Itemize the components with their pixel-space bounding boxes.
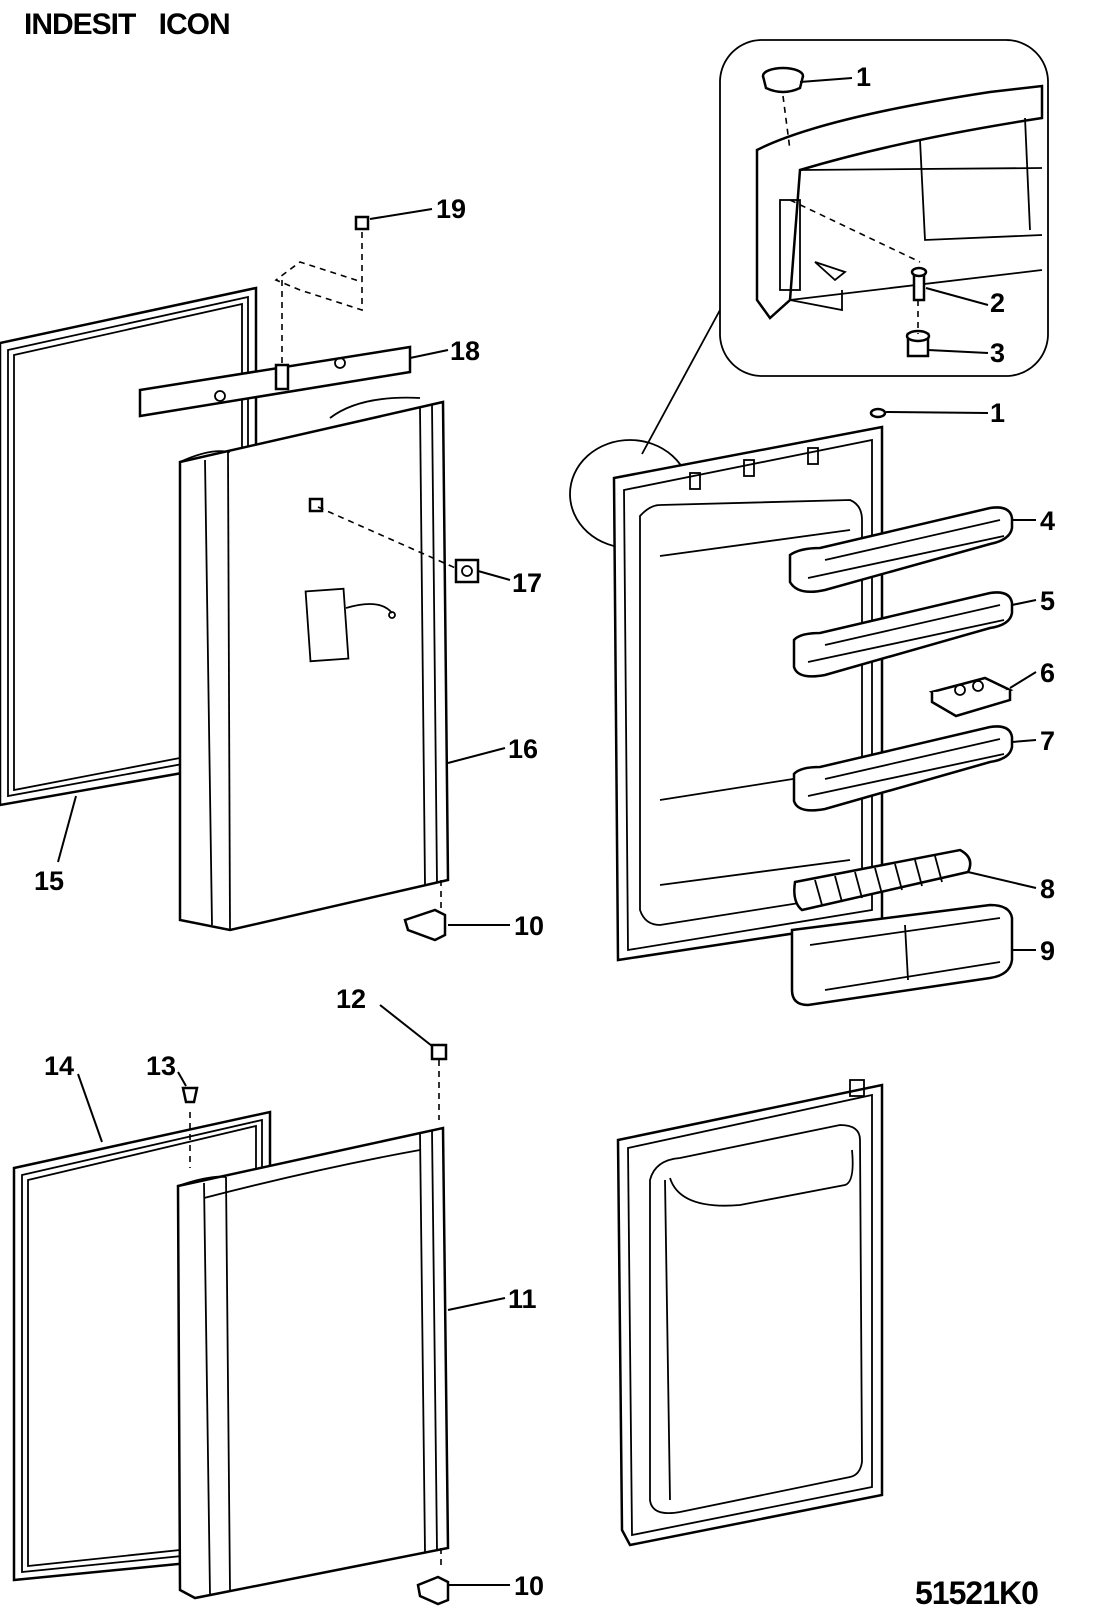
- part-13-screw: [181, 1086, 199, 1104]
- part-10-hinge-upper: [403, 908, 447, 942]
- callout-16: 16: [508, 734, 538, 764]
- freezer-door-inner: [616, 1079, 884, 1547]
- callout-17: 17: [512, 568, 542, 598]
- callout-10-upper: 10: [514, 911, 544, 941]
- part-5-shelf: [792, 591, 1014, 678]
- callout-1-inset: 1: [856, 62, 871, 92]
- part-17-bracket: [454, 558, 480, 584]
- callout-9: 9: [1040, 936, 1055, 966]
- leader-lines: [57, 77, 1037, 1586]
- part-9-bottle-shelf: [790, 903, 1014, 1007]
- callout-numbers: 1 2 3 1 4 5 6 7 8 9 10 10 11 12 13 14 15…: [34, 62, 1055, 1601]
- part-7-shelf: [792, 725, 1014, 812]
- part-1-knob: [869, 407, 887, 419]
- callout-4: 4: [1040, 506, 1055, 536]
- callout-18: 18: [450, 336, 480, 366]
- part-19-clip: [354, 215, 370, 231]
- part-16-upper-door: [178, 396, 461, 932]
- callout-10-lower: 10: [514, 1571, 544, 1601]
- drawing-code: 51521K0: [915, 1575, 1039, 1611]
- callout-8: 8: [1040, 874, 1055, 904]
- part-6-egg-tray: [928, 676, 1014, 718]
- part-2-pin: [910, 266, 928, 302]
- callout-3: 3: [990, 338, 1005, 368]
- callout-15: 15: [34, 866, 64, 896]
- callout-13: 13: [146, 1051, 176, 1081]
- detail-inset: [641, 39, 1049, 455]
- callout-5: 5: [1040, 586, 1055, 616]
- part-1-knob-detail: [761, 66, 805, 94]
- callout-14: 14: [44, 1051, 74, 1081]
- callout-12: 12: [336, 984, 366, 1014]
- part-3-bush: [905, 329, 931, 358]
- callout-2: 2: [990, 288, 1005, 318]
- callout-19: 19: [436, 194, 466, 224]
- callout-6: 6: [1040, 658, 1055, 688]
- part-18-hinge-cover: [138, 345, 412, 418]
- part-11-lower-door: [176, 1126, 450, 1600]
- part-10-hinge-lower: [416, 1575, 450, 1606]
- callout-1: 1: [990, 398, 1005, 428]
- part-12-screw: [430, 1043, 448, 1061]
- callout-11: 11: [508, 1284, 537, 1314]
- callout-7: 7: [1040, 726, 1055, 756]
- part-4-shelf: [788, 506, 1014, 593]
- page-title: INDESIT ICON: [24, 8, 231, 41]
